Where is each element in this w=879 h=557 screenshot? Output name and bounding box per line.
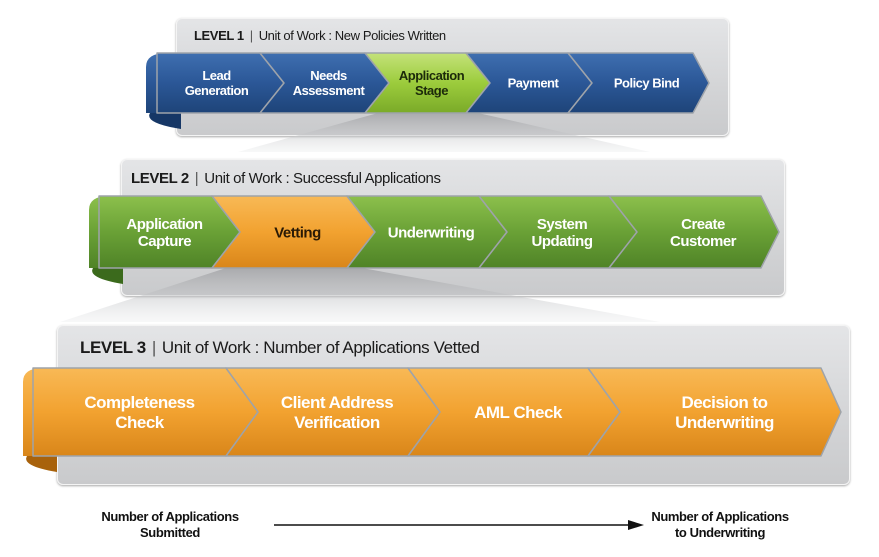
level-label: LEVEL 3 (80, 338, 146, 357)
unit-of-work: Unit of Work : New Policies Written (258, 28, 446, 43)
footer-end-line-2: to Underwriting (674, 525, 766, 540)
footer-start-line-2: Submitted (140, 525, 200, 540)
step-label-line: Check (115, 413, 165, 432)
step-label: Vetting (274, 224, 321, 241)
title-separator: | (249, 28, 253, 43)
step-label-line: Application (126, 216, 203, 233)
step-label-line: Stage (415, 83, 448, 98)
footer-start-line-1: Number of Applications (101, 509, 239, 524)
step-label-line: Completeness (84, 393, 194, 412)
step-label-line: Payment (508, 76, 560, 91)
step-label: Underwriting (388, 224, 475, 241)
title-separator: | (151, 338, 156, 357)
step-chevron[interactable]: Payment (465, 52, 593, 114)
step-label-line: AML Check (474, 403, 563, 422)
step-label-line: System (537, 216, 588, 233)
ribbon-curl (149, 113, 181, 129)
step-label-line: Underwriting (388, 224, 475, 241)
step-label-line: Decision to (681, 393, 767, 412)
chevron-shape (567, 52, 710, 114)
step-label-line: Needs (310, 68, 347, 83)
step-label-line: Underwriting (675, 413, 774, 432)
footer-start-label: Number of Applications Submitted (70, 509, 270, 541)
step-label-line: Create (681, 216, 725, 233)
step-label-line: Capture (138, 233, 191, 250)
step-chevron[interactable]: Policy Bind (567, 52, 710, 114)
footer-end-label: Number of Applications to Underwriting (620, 509, 820, 541)
ribbon-curl (92, 268, 123, 284)
flow-arrow (274, 520, 644, 530)
step-label-line: Customer (670, 233, 737, 250)
step-label-line: Generation (185, 83, 249, 98)
step-label: AML Check (474, 403, 563, 422)
zoom-wedge-1 (238, 113, 650, 152)
unit-of-work: Unit of Work : Number of Applications Ve… (161, 338, 480, 357)
step-label-line: Updating (532, 233, 593, 250)
step-label-line: Policy Bind (614, 76, 680, 91)
chevron-shape (587, 367, 842, 457)
arrowhead-icon (628, 520, 644, 530)
step-chevron[interactable]: Vetting (211, 195, 376, 269)
step-chevron[interactable]: Underwriting (346, 195, 508, 269)
level-label: LEVEL 2 (131, 170, 189, 187)
level-1-title: LEVEL 1 | Unit of Work : New Policies Writ… (194, 28, 446, 43)
title-separator: | (194, 170, 199, 187)
unit-of-work: Unit of Work : Successful Applications (204, 170, 441, 187)
footer-end-line-1: Number of Applications (651, 509, 789, 524)
zoom-wedge-2 (60, 268, 660, 322)
step-label-line: Verification (294, 413, 380, 432)
ribbon-curl (26, 456, 57, 472)
step-label-line: Client Address (281, 393, 393, 412)
step-label-line: Application (399, 68, 465, 83)
step-label-line: Assessment (293, 83, 366, 98)
level-3-title: LEVEL 3 | Unit of Work : Number of Applica… (80, 338, 480, 358)
step-label-line: Vetting (274, 224, 321, 241)
step-label: Policy Bind (614, 76, 680, 91)
step-label-line: Lead (202, 68, 231, 83)
chevron-shape (608, 195, 780, 269)
step-label: Payment (508, 76, 560, 91)
level-2-title: LEVEL 2 | Unit of Work : Successful Applic… (131, 170, 441, 187)
step-chevron[interactable]: AML Check (407, 367, 621, 457)
level-label: LEVEL 1 (194, 28, 244, 43)
